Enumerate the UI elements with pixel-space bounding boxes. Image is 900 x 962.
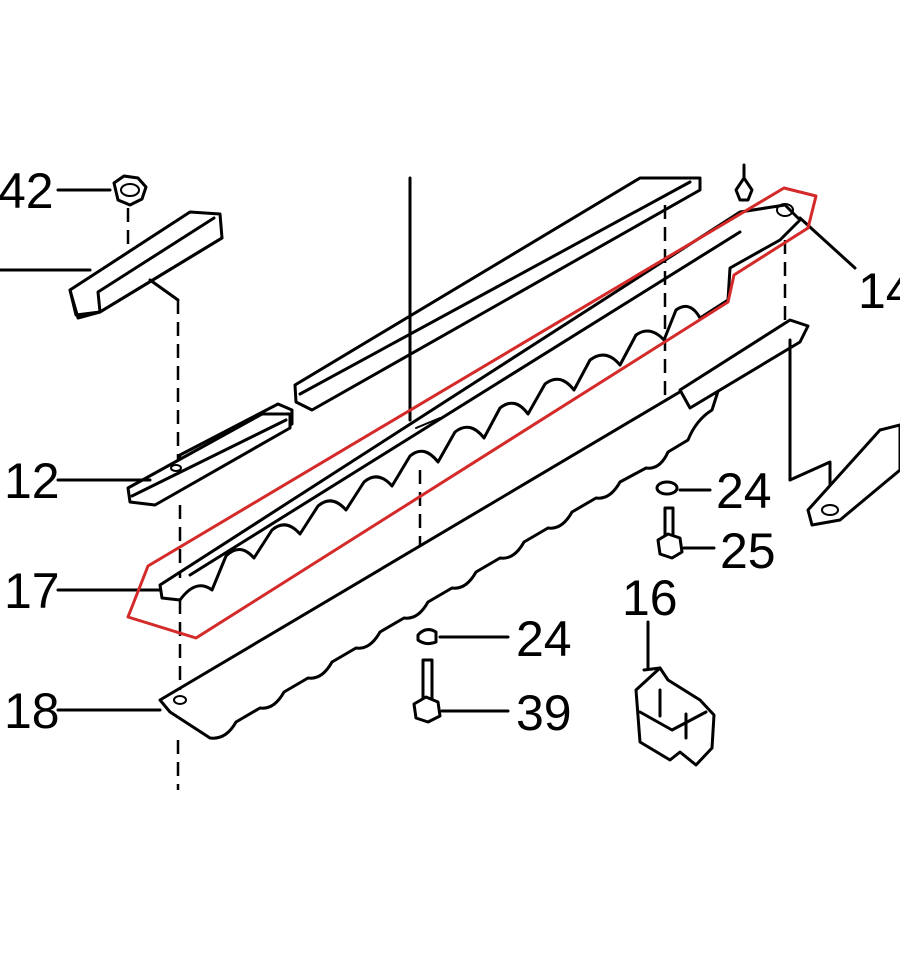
washer-24-right: [655, 480, 679, 496]
callout-14: 14: [858, 263, 900, 319]
callout-12: 12: [4, 453, 60, 509]
part-42-nut: [112, 174, 148, 262]
callout-16: 16: [622, 570, 678, 626]
part-12-spacer-bar: [126, 412, 292, 507]
bolt-25: [656, 506, 684, 560]
bolt-39: [412, 658, 442, 724]
callout-24-left: 24: [516, 611, 572, 667]
callout-25: 25: [720, 523, 776, 579]
washer-24-left: [416, 628, 438, 646]
callout-18: 18: [4, 683, 60, 739]
part-17-upper-blade: [158, 203, 802, 602]
top-bracket-channel: [68, 210, 224, 462]
highlight-outline: [126, 186, 818, 640]
part-18-lower-blade: [158, 378, 722, 790]
connector-lines: [178, 176, 667, 690]
callout-17: 17: [4, 563, 60, 619]
right-side-rail: [678, 163, 900, 527]
part-16-guard-block: [634, 666, 716, 767]
callout-39: 39: [516, 685, 572, 741]
callout-24-right: 24: [716, 463, 772, 519]
callout-42: 42: [0, 163, 54, 219]
